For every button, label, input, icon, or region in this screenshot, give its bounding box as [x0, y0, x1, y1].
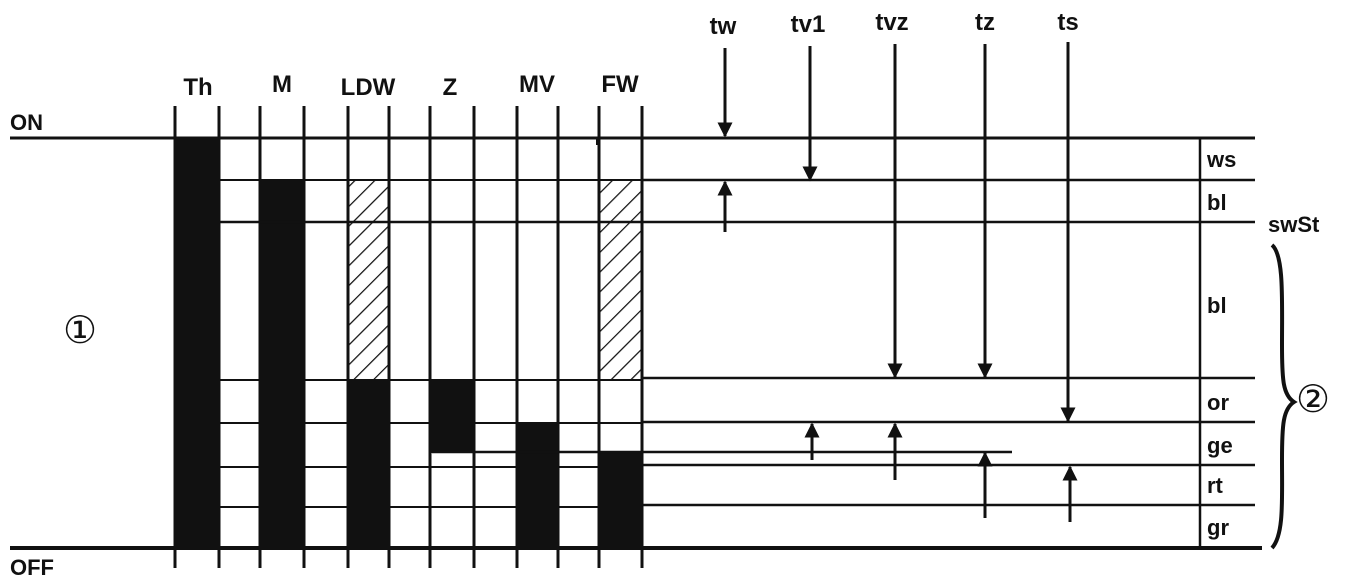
signal-block-ldw: [348, 380, 389, 548]
on-label: ON: [10, 110, 43, 135]
wire-label-ge: ge: [1207, 433, 1233, 458]
column-label-z: Z: [443, 74, 458, 101]
signal-block-fw: [599, 453, 642, 548]
wire-label-gr: gr: [1207, 515, 1229, 540]
right-brace: [1270, 243, 1298, 550]
callout-1: ①: [63, 308, 97, 352]
wire-label-or: or: [1207, 390, 1229, 415]
side-label-swst: swSt: [1268, 212, 1320, 237]
callout-2: ②: [1296, 377, 1330, 421]
signal-block-mv: [517, 423, 558, 548]
wire-label-rt: rt: [1207, 473, 1224, 498]
time-marker-label-ts: ts: [1057, 9, 1078, 36]
time-marker-label-tz: tz: [975, 9, 995, 36]
wire-label-ws: ws: [1206, 147, 1236, 172]
time-marker-label-tv1: tv1: [791, 11, 826, 38]
hatched-block-fw: [598, 179, 643, 381]
time-marker-label-tvz: tvz: [875, 9, 908, 36]
signal-block-z: [430, 380, 474, 453]
wire-label-bl-upper: bl: [1207, 190, 1227, 215]
signal-block-m: [260, 180, 304, 548]
time-marker-label-tw: tw: [710, 13, 737, 40]
column-label-th: Th: [183, 74, 212, 101]
wire-label-bl-lower: bl: [1207, 293, 1227, 318]
column-label-m: M: [272, 71, 292, 98]
column-label-mv: MV: [519, 71, 555, 98]
hatched-block-ldw: [347, 179, 390, 381]
off-label: OFF: [10, 555, 54, 577]
signal-block-th: [175, 138, 219, 548]
column-label-fw: FW: [601, 71, 639, 98]
column-label-ldw: LDW: [341, 74, 396, 101]
